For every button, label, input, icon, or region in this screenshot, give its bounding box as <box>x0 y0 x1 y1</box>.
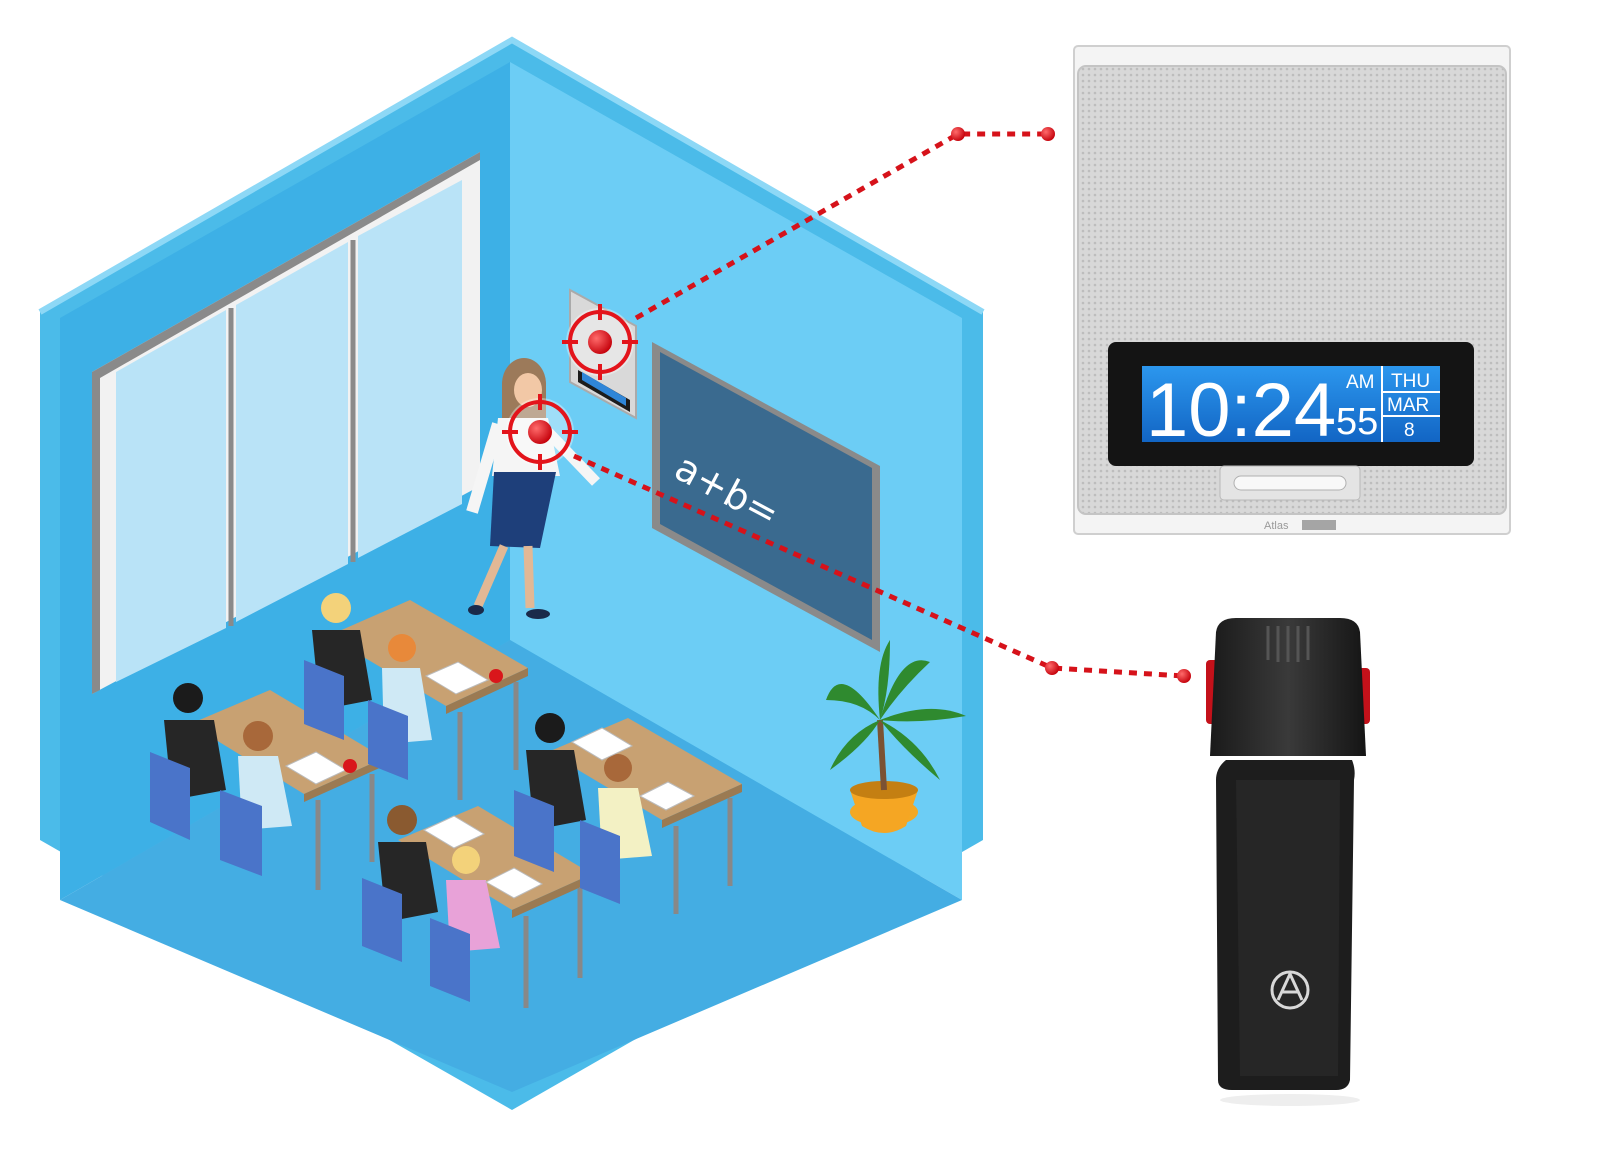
speaker-clock-product: 10:24 AM 55 THU MAR 8 Atlas <box>1073 45 1511 535</box>
clock-month: MAR <box>1387 395 1429 416</box>
window <box>92 152 480 694</box>
crosshair-target-icon[interactable] <box>502 394 578 470</box>
clock-seconds: 55 <box>1336 401 1378 443</box>
atlas-logo-icon <box>1270 970 1310 1010</box>
wireless-microphone <box>1206 618 1370 1106</box>
crosshair-target-icon[interactable] <box>562 304 638 380</box>
callout-line-microphone <box>572 453 1191 683</box>
student-desks <box>150 593 742 1008</box>
desk-items <box>284 661 696 899</box>
clock-meridiem: AM <box>1346 372 1375 393</box>
speaker-brand-logo: Atlas <box>1264 520 1289 532</box>
callout-line-speaker <box>634 127 1055 321</box>
potted-plant <box>826 640 966 833</box>
chalkboard: a+b= <box>652 342 880 652</box>
clock-day: 8 <box>1404 420 1415 441</box>
clock-weekday: THU <box>1391 371 1430 392</box>
students <box>150 593 652 1002</box>
clock-time: 10:24 <box>1146 368 1336 453</box>
